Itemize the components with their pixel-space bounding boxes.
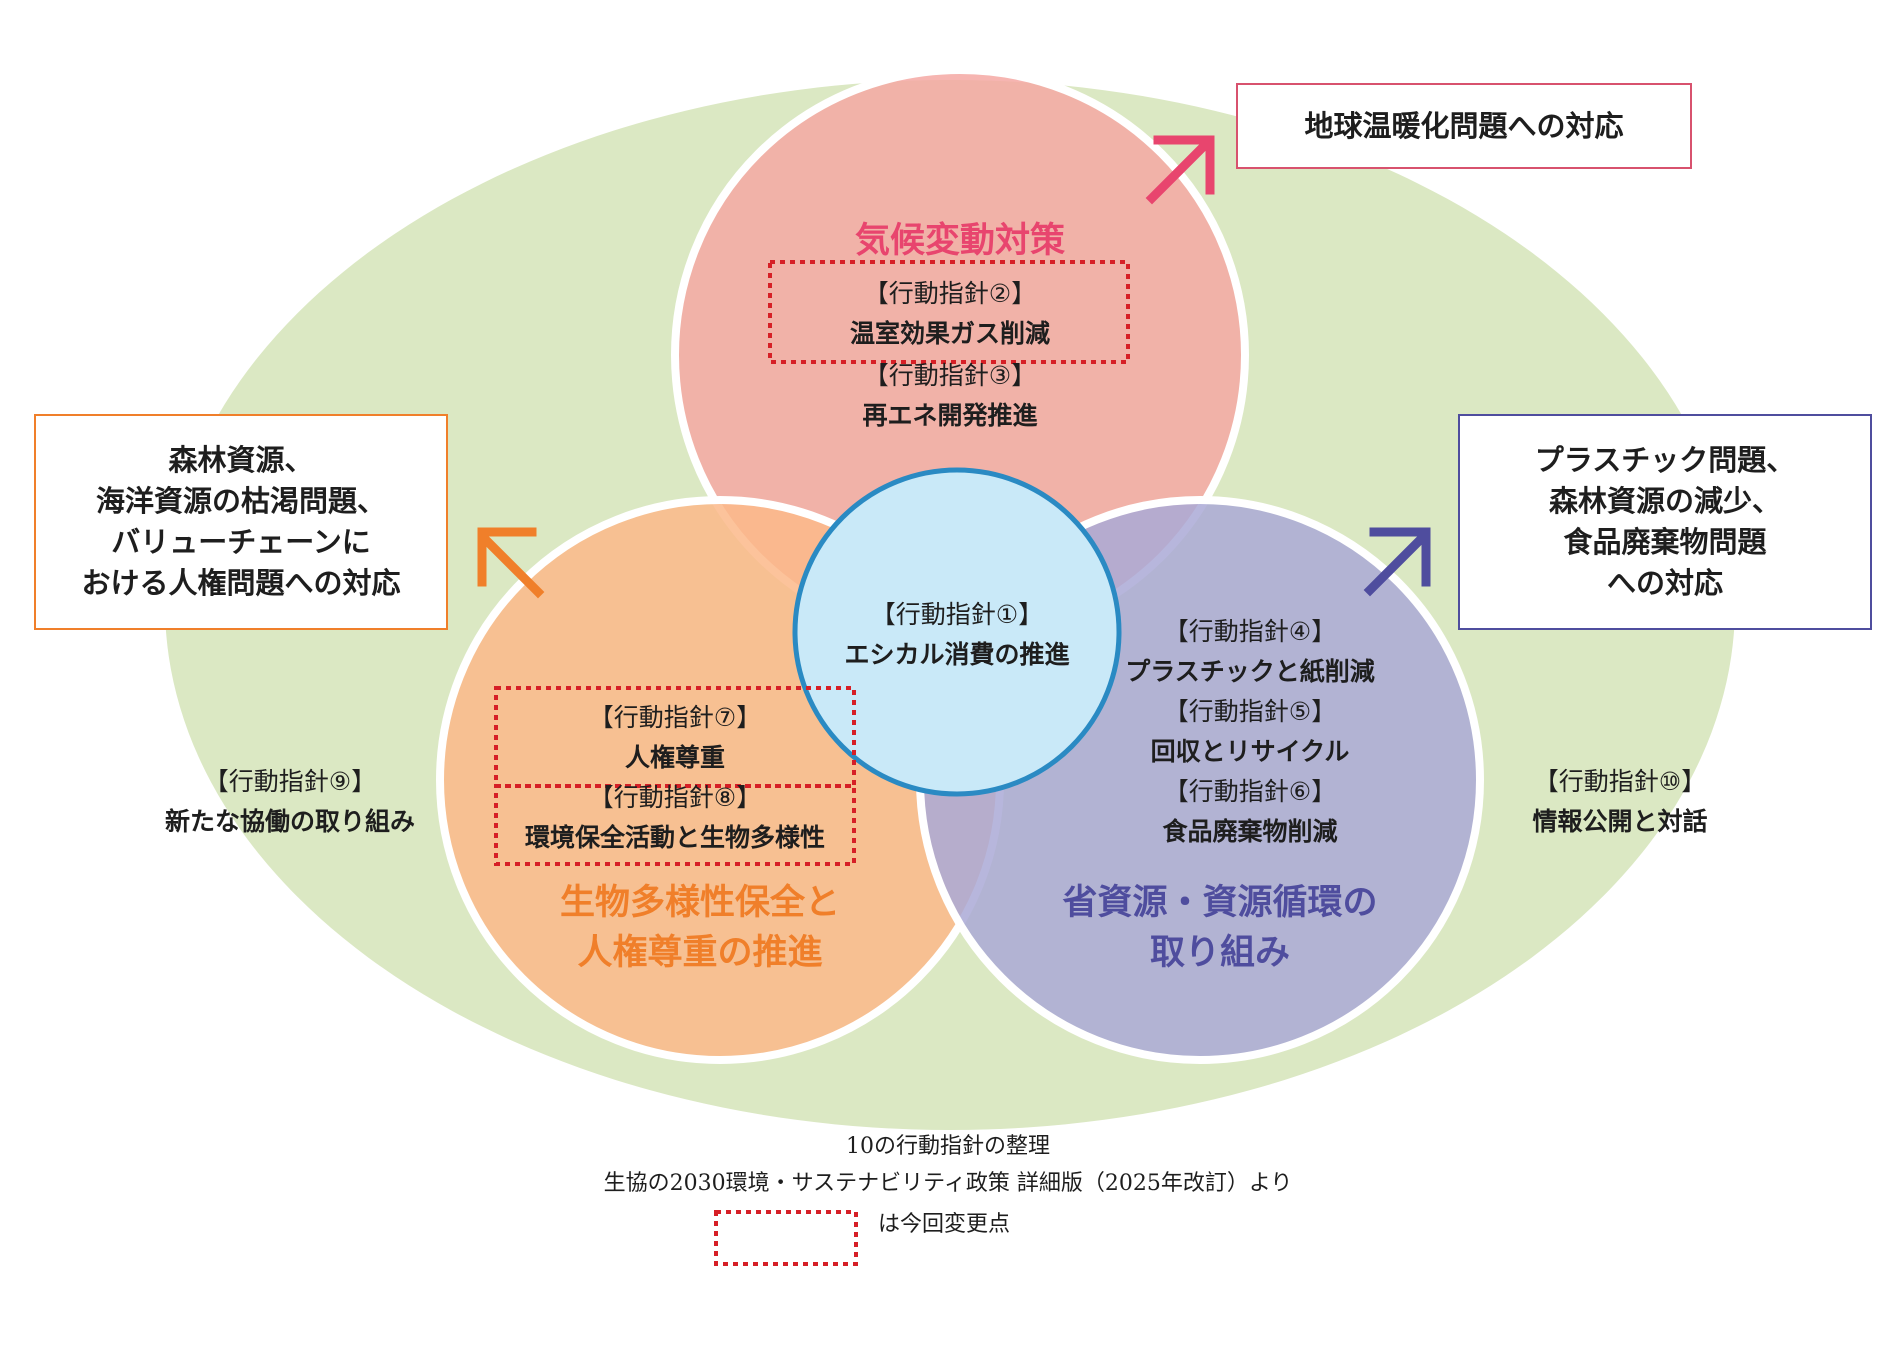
callout-global-warming: 地球温暖化問題への対応 <box>1236 83 1692 169</box>
action-point-4: 【行動指針④】 プラスチックと紙削減 <box>1070 612 1430 692</box>
action-point-1: 【行動指針①】 エシカル消費の推進 <box>800 595 1114 675</box>
action-point-2: 【行動指針②】 温室効果ガス削減 <box>760 274 1140 354</box>
resources-title: 省資源・資源循環の 取り組み <box>1020 878 1420 978</box>
changed-frame-ap7 <box>494 686 856 788</box>
callout-plastic-forest-food: プラスチック問題、 森林資源の減少、 食品廃棄物問題 への対応 <box>1458 414 1872 630</box>
legend-dotted-frame <box>714 1210 858 1266</box>
ap10-name: 情報公開と対話 <box>1532 807 1708 836</box>
ap7-code: 【行動指針⑦】 <box>588 703 762 732</box>
ap3-name: 再エネ開発推進 <box>862 401 1038 430</box>
biodiversity-title: 生物多様性保全と 人権尊重の推進 <box>510 878 890 978</box>
biodiversity-title-line2: 人権尊重の推進 <box>577 933 823 973</box>
caption-line2: 生協の2030環境・サステナビリティ政策 詳細版（2025年改訂）より <box>603 1171 1293 1196</box>
climate-title: 気候変動対策 <box>854 221 1065 261</box>
ap6-code: 【行動指針⑥】 <box>1163 777 1337 806</box>
action-point-8: 【行動指針⑧】 環境保全活動と生物多様性 <box>496 778 854 858</box>
ap1-code: 【行動指針①】 <box>870 600 1044 629</box>
callout-forest-ocean-human-rights: 森林資源、 海洋資源の枯渇問題、 バリューチェーンに おける人権問題への対応 <box>34 414 448 630</box>
ap2-code: 【行動指針②】 <box>863 279 1037 308</box>
biodiversity-title-line1: 生物多様性保全と <box>559 883 840 923</box>
center-circle <box>792 467 1122 797</box>
ap1-name: エシカル消費の推進 <box>844 640 1070 669</box>
changed-frame-ap8 <box>494 784 856 866</box>
arrow-top-right <box>1145 135 1215 205</box>
ap9-code: 【行動指針⑨】 <box>203 767 377 796</box>
ap5-name: 回収とリサイクル <box>1150 737 1350 766</box>
figure-caption: 10の行動指針の整理 生協の2030環境・サステナビリティ政策 詳細版（2025… <box>548 1128 1348 1202</box>
ap6-name: 食品廃棄物削減 <box>1162 817 1338 846</box>
ap10-code: 【行動指針⑩】 <box>1533 767 1707 796</box>
action-point-3: 【行動指針③】 再エネ開発推進 <box>760 356 1140 436</box>
action-point-6: 【行動指針⑥】 食品廃棄物削減 <box>1070 772 1430 852</box>
ap4-code: 【行動指針④】 <box>1163 617 1337 646</box>
legend-label: は今回変更点 <box>878 1212 1011 1237</box>
action-point-10: 【行動指針⑩】 情報公開と対話 <box>1460 762 1780 842</box>
ap2-name: 温室効果ガス削減 <box>849 319 1050 348</box>
action-point-5: 【行動指針⑤】 回収とリサイクル <box>1070 692 1430 772</box>
ap4-name: プラスチックと紙削減 <box>1125 657 1375 686</box>
caption-line1: 10の行動指針の整理 <box>846 1134 1050 1159</box>
arrow-right <box>1363 527 1431 597</box>
ap8-code: 【行動指針⑧】 <box>588 783 762 812</box>
ap8-name: 環境保全活動と生物多様性 <box>524 823 825 852</box>
resources-title-line1: 省資源・資源循環の <box>1062 883 1378 923</box>
action-point-7: 【行動指針⑦】 人権尊重 <box>496 698 854 778</box>
ap7-name: 人権尊重 <box>624 743 725 772</box>
ap5-code: 【行動指針⑤】 <box>1163 697 1337 726</box>
action-point-9: 【行動指針⑨】 新たな協働の取り組み <box>130 762 450 842</box>
ap3-code: 【行動指針③】 <box>863 361 1037 390</box>
resources-title-line2: 取り組み <box>1149 933 1290 973</box>
arrow-left <box>477 527 545 599</box>
ap9-name: 新たな協働の取り組み <box>164 807 415 836</box>
